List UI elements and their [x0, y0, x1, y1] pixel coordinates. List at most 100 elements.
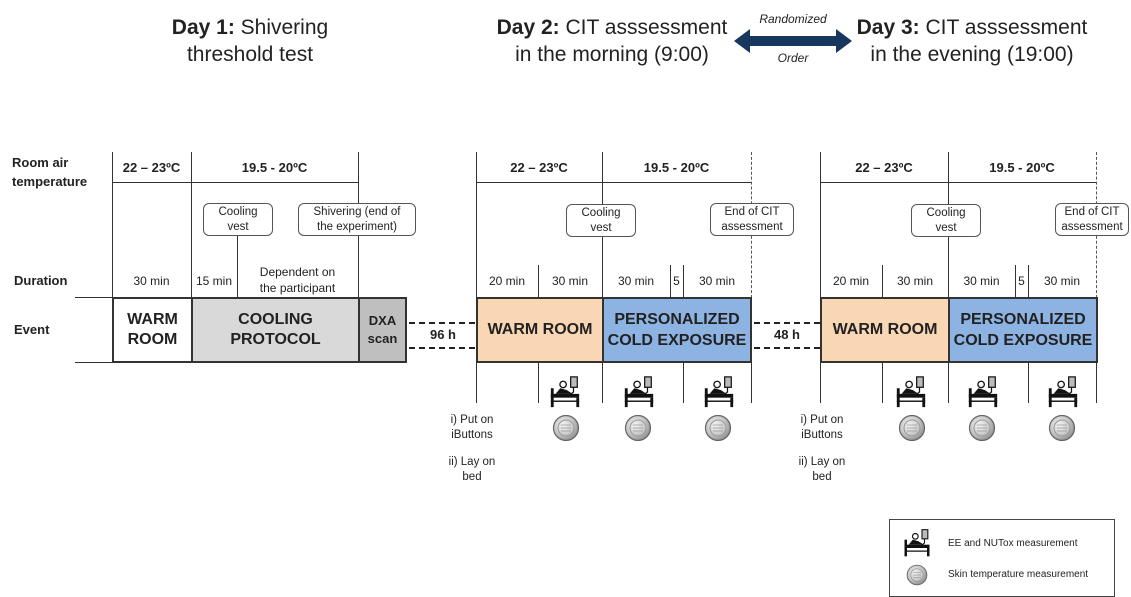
d2-callout-end-a: End of CIT	[724, 206, 780, 218]
d1-box-warm-b: ROOM	[127, 331, 178, 348]
day1-header: Day 1: Shivering threshold test	[150, 14, 350, 68]
day3-header: Day 3: CIT asssessment in the evening (1…	[856, 14, 1088, 68]
d3-box-cold-exposure: PERSONALIZED COLD EXPOSURE	[948, 297, 1098, 363]
d3-box-cold-b: COLD EXPOSURE	[953, 332, 1093, 349]
d2-temp-warm: 22 – 23ºC	[510, 160, 568, 175]
d2-below-1	[538, 363, 539, 403]
ee-measurement-icon	[894, 375, 928, 409]
gap2-dash-top	[754, 322, 820, 324]
d1-box-cooling: COOLING PROTOCOL	[191, 297, 360, 363]
d3-callout-end-b: assessment	[1061, 221, 1123, 233]
d2-dur-20: 20 min	[488, 274, 526, 288]
event-top-guide	[75, 297, 115, 298]
event-label: Event	[14, 322, 50, 337]
d1-dur-dependent: Dependent on the participant	[237, 264, 358, 296]
d2-line-0	[476, 152, 477, 298]
day1-header-text-a: Shivering	[240, 16, 329, 39]
d2-line-1	[538, 265, 539, 298]
skin-temperature-icon	[906, 564, 928, 586]
d1-callout-vest-b: vest	[227, 221, 249, 233]
d1-box-cool-b: PROTOCOL	[230, 331, 321, 348]
day1-header-bold: Day 1:	[171, 16, 235, 39]
d2-temp-cool: 19.5 - 20ºC	[643, 160, 710, 175]
ee-measurement-icon	[1046, 375, 1080, 409]
d1-temp-cool: 19.5 - 20ºC	[241, 160, 308, 175]
d1-dur-dependent-b: the participant	[259, 281, 336, 295]
d2-box-cold-a: PERSONALIZED	[614, 311, 740, 328]
d3-note-ibuttons: i) Put on iButtons	[790, 413, 854, 443]
skin-temperature-icon	[552, 414, 580, 442]
room-air-label-b: temperature	[12, 174, 88, 189]
d1-callout-shiver-a: Shivering (end of	[313, 206, 401, 218]
d3-below-0	[820, 363, 821, 403]
event-bottom-guide	[75, 362, 115, 363]
d2-note-b2: bed	[462, 471, 482, 483]
room-air-label: Room air temperature	[12, 153, 87, 191]
d3-note-a2: iButtons	[801, 429, 843, 441]
d3-line-4	[1028, 265, 1029, 298]
d3-dur-30c: 30 min	[1043, 274, 1081, 288]
d2-below-0	[476, 363, 477, 403]
d1-box-dxa-b: scan	[367, 331, 398, 346]
d1-callout-vest: Cooling vest	[203, 203, 273, 236]
ee-measurement-icon	[902, 528, 932, 558]
d1-box-warm-a: WARM	[127, 311, 178, 328]
ee-measurement-icon	[702, 375, 736, 409]
d2-dur-30a: 30 min	[551, 274, 589, 288]
legend-box: EE and NUTox measurement Skin temperatur…	[889, 519, 1115, 597]
d3-temp-line	[820, 182, 1096, 183]
d3-temp-cool: 19.5 - 20ºC	[989, 160, 1055, 175]
gap1-label: 96 h	[429, 327, 456, 342]
d1-callout-shiver: Shivering (end of the experiment)	[298, 203, 416, 236]
d2-below-3	[683, 363, 684, 403]
d2-line-4	[683, 265, 684, 298]
d3-below-3	[1028, 363, 1029, 403]
gap1-dash-bottom	[409, 347, 475, 349]
d3-note-a1: i) Put on	[800, 414, 844, 426]
skin-temperature-icon	[1048, 414, 1076, 442]
d1-line-0	[112, 152, 113, 298]
skin-temperature-icon	[624, 414, 652, 442]
d3-dur-20: 20 min	[832, 274, 870, 288]
d3-dur-30a: 30 min	[896, 274, 934, 288]
d2-line-3	[670, 265, 671, 298]
d3-below-1	[882, 363, 883, 403]
d3-box-warm-room: WARM ROOM	[820, 297, 950, 363]
d3-line-3	[1015, 265, 1016, 298]
ee-measurement-icon	[548, 375, 582, 409]
d3-line-1	[882, 265, 883, 298]
gap1-dash-top	[409, 322, 475, 324]
d2-below-4	[751, 363, 752, 403]
d1-dur-dependent-a: Dependent on	[259, 265, 336, 279]
legend-skin-label: Skin temperature measurement	[948, 569, 1089, 580]
gap2-label: 48 h	[773, 327, 800, 342]
d2-note-b1: ii) Lay on	[448, 456, 496, 468]
d3-box-cold-a: PERSONALIZED	[960, 311, 1086, 328]
d1-box-dxa-a: DXA	[368, 313, 397, 328]
skin-temperature-icon	[704, 414, 732, 442]
d3-callout-vest-a: Cooling	[926, 207, 966, 219]
d3-note-bed: ii) Lay on bed	[790, 455, 854, 485]
d1-dur-15: 15 min	[195, 274, 233, 288]
ee-measurement-icon	[966, 375, 1000, 409]
day2-header-text-b: in the morning (9:00)	[515, 43, 709, 66]
d2-dur-30b: 30 min	[617, 274, 655, 288]
d2-dur-5: 5	[673, 274, 680, 288]
day2-header: Day 2: CIT asssessment in the morning (9…	[496, 14, 728, 68]
d3-below-4	[1096, 363, 1097, 403]
d1-box-cool-a: COOLING	[238, 311, 313, 328]
d2-note-bed: ii) Lay on bed	[440, 455, 504, 485]
room-air-label-a: Room air	[12, 155, 69, 170]
d1-callout-vest-a: Cooling	[218, 206, 258, 218]
skin-temperature-icon	[968, 414, 996, 442]
duration-label: Duration	[14, 273, 68, 288]
d1-temp-line	[112, 182, 358, 183]
legend-ee-label: EE and NUTox measurement	[948, 538, 1078, 549]
d1-box-warm-room: WARM ROOM	[112, 297, 193, 363]
d1-callout-shiver-b: the experiment)	[317, 221, 397, 233]
d3-callout-end-a: End of CIT	[1064, 206, 1120, 218]
randomized-label: Randomized	[759, 12, 827, 26]
d3-callout-vest: Cooling vest	[911, 204, 981, 237]
d2-callout-vest-b: vest	[590, 222, 612, 234]
d3-dur-5: 5	[1018, 274, 1025, 288]
